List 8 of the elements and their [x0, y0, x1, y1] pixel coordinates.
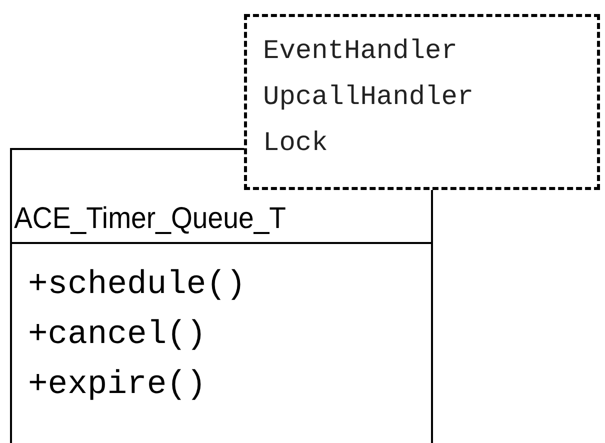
method-name: +cancel()	[28, 318, 206, 351]
class-name: ACE_Timer_Queue_T	[14, 202, 286, 236]
template-parameter: Lock	[263, 131, 328, 158]
template-parameter-box	[244, 14, 600, 190]
method-name: +expire()	[28, 368, 206, 401]
method-name: +schedule()	[28, 268, 246, 301]
template-parameter: EventHandler	[263, 39, 458, 66]
template-parameter: UpcallHandler	[263, 85, 474, 112]
